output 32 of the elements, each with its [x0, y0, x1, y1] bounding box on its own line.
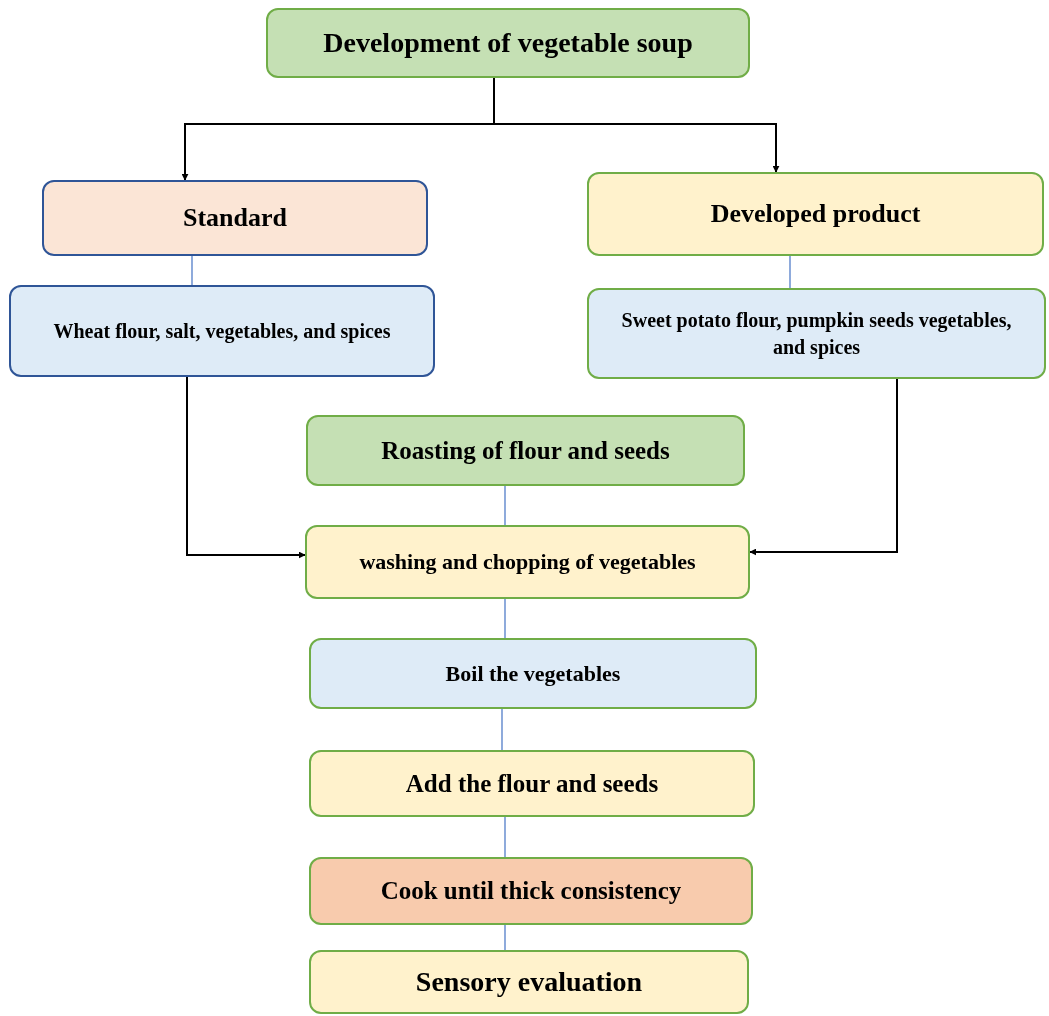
box-label: Sweet potato flour, pumpkin seeds vegetables, and spices — [620, 307, 1013, 361]
process-box — [306, 415, 745, 486]
connector-line — [789, 255, 791, 289]
process-box — [309, 750, 755, 817]
process-box — [42, 180, 428, 256]
box-label: Standard — [182, 202, 287, 235]
process-box — [309, 857, 753, 925]
connector-line — [501, 708, 503, 751]
box-label: Wheat flour, salt, vegetables, and spices — [53, 318, 391, 345]
arrow — [493, 77, 780, 173]
connector-line — [504, 598, 506, 639]
box-label: washing and chopping of vegetables — [359, 548, 696, 577]
process-box — [309, 950, 749, 1014]
box-label: Add the flour and seeds — [405, 768, 659, 799]
arrow — [749, 378, 898, 556]
box-label: Sensory evaluation — [415, 965, 643, 1000]
process-box — [305, 525, 750, 599]
box-label: Developed product — [710, 198, 921, 231]
box-label: Development of vegetable soup — [323, 26, 693, 61]
process-box — [9, 285, 435, 377]
process-box — [266, 8, 750, 78]
connector-line — [191, 255, 193, 286]
connector-line — [504, 924, 506, 951]
process-box — [587, 172, 1044, 256]
arrow — [186, 376, 306, 559]
box-label: Cook until thick consistency — [380, 876, 682, 907]
box-label: Boil the vegetables — [445, 659, 621, 688]
connector-line — [504, 816, 506, 858]
connector-line — [504, 485, 506, 526]
process-box — [587, 288, 1046, 379]
box-label: Roasting of flour and seeds — [381, 435, 670, 466]
process-box — [309, 638, 757, 709]
